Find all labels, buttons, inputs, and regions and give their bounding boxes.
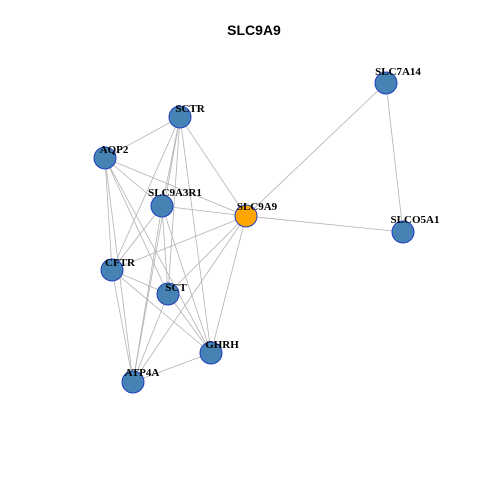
node-slc7a14 [374, 71, 398, 95]
node-cftr [100, 258, 124, 282]
node-slc9a3r1 [150, 194, 174, 218]
node-label-cftr: CFTR [105, 257, 136, 269]
edge-slc9a9-ghrh [210, 215, 247, 354]
node-label-ghrh: GHRH [205, 339, 239, 351]
edge-slc9a9-slco5a1 [245, 215, 404, 233]
edge-slc9a9-sct [167, 215, 247, 295]
node-slc9a9 [234, 204, 258, 228]
graph-title: SLC9A9 [227, 22, 281, 38]
edge-sctr-atp4a [132, 116, 181, 383]
node-label-sct: SCT [165, 282, 187, 294]
node-ghrh [199, 341, 223, 365]
edge-slc9a3r1-ghrh [161, 205, 212, 354]
node-aqp2 [93, 146, 117, 170]
node-label-slc9a3r1: SLC9A3R1 [148, 187, 202, 199]
edge-slc9a9-atp4a [132, 215, 247, 383]
edge-slc9a3r1-sct [161, 205, 169, 295]
edge-cftr-atp4a [111, 269, 134, 383]
node-label-aqp2: AQP2 [100, 144, 129, 156]
edge-sctr-sct [167, 116, 181, 295]
edge-sctr-slc9a9 [179, 116, 247, 217]
edge-sctr-cftr [111, 116, 181, 271]
node-sctr [168, 105, 192, 129]
edge-slc7a14-slc9a9 [245, 82, 387, 217]
edge-ghrh-atp4a [132, 352, 212, 383]
edge-aqp2-slc9a9 [104, 157, 247, 217]
edge-slc9a9-cftr [111, 215, 247, 271]
edge-slc9a3r1-slc9a9 [161, 205, 247, 217]
edge-sct-atp4a [132, 293, 169, 383]
edge-aqp2-ghrh [104, 157, 212, 354]
node-label-slc7a14: SLC7A14 [375, 66, 421, 78]
node-label-slco5a1: SLCO5A1 [391, 214, 440, 226]
edge-sctr-ghrh [179, 116, 212, 354]
edge-aqp2-sct [104, 157, 169, 295]
node-label-slc9a9: SLC9A9 [237, 201, 278, 213]
edge-layer [104, 82, 404, 383]
edge-aqp2-cftr [104, 157, 113, 271]
node-label-sctr: SCTR [175, 103, 205, 115]
edge-slc9a3r1-cftr [111, 205, 163, 271]
node-slco5a1 [391, 220, 415, 244]
edge-aqp2-slc9a3r1 [104, 157, 163, 207]
edge-slc7a14-slco5a1 [385, 82, 404, 233]
node-label-atp4a: ATP4A [125, 367, 160, 379]
node-sct [156, 282, 180, 306]
node-layer [93, 71, 415, 394]
edge-sctr-aqp2 [104, 116, 181, 159]
node-atp4a [121, 370, 145, 394]
edge-sct-ghrh [167, 293, 212, 354]
edge-slc9a3r1-atp4a [132, 205, 163, 383]
edge-cftr-ghrh [111, 269, 212, 354]
